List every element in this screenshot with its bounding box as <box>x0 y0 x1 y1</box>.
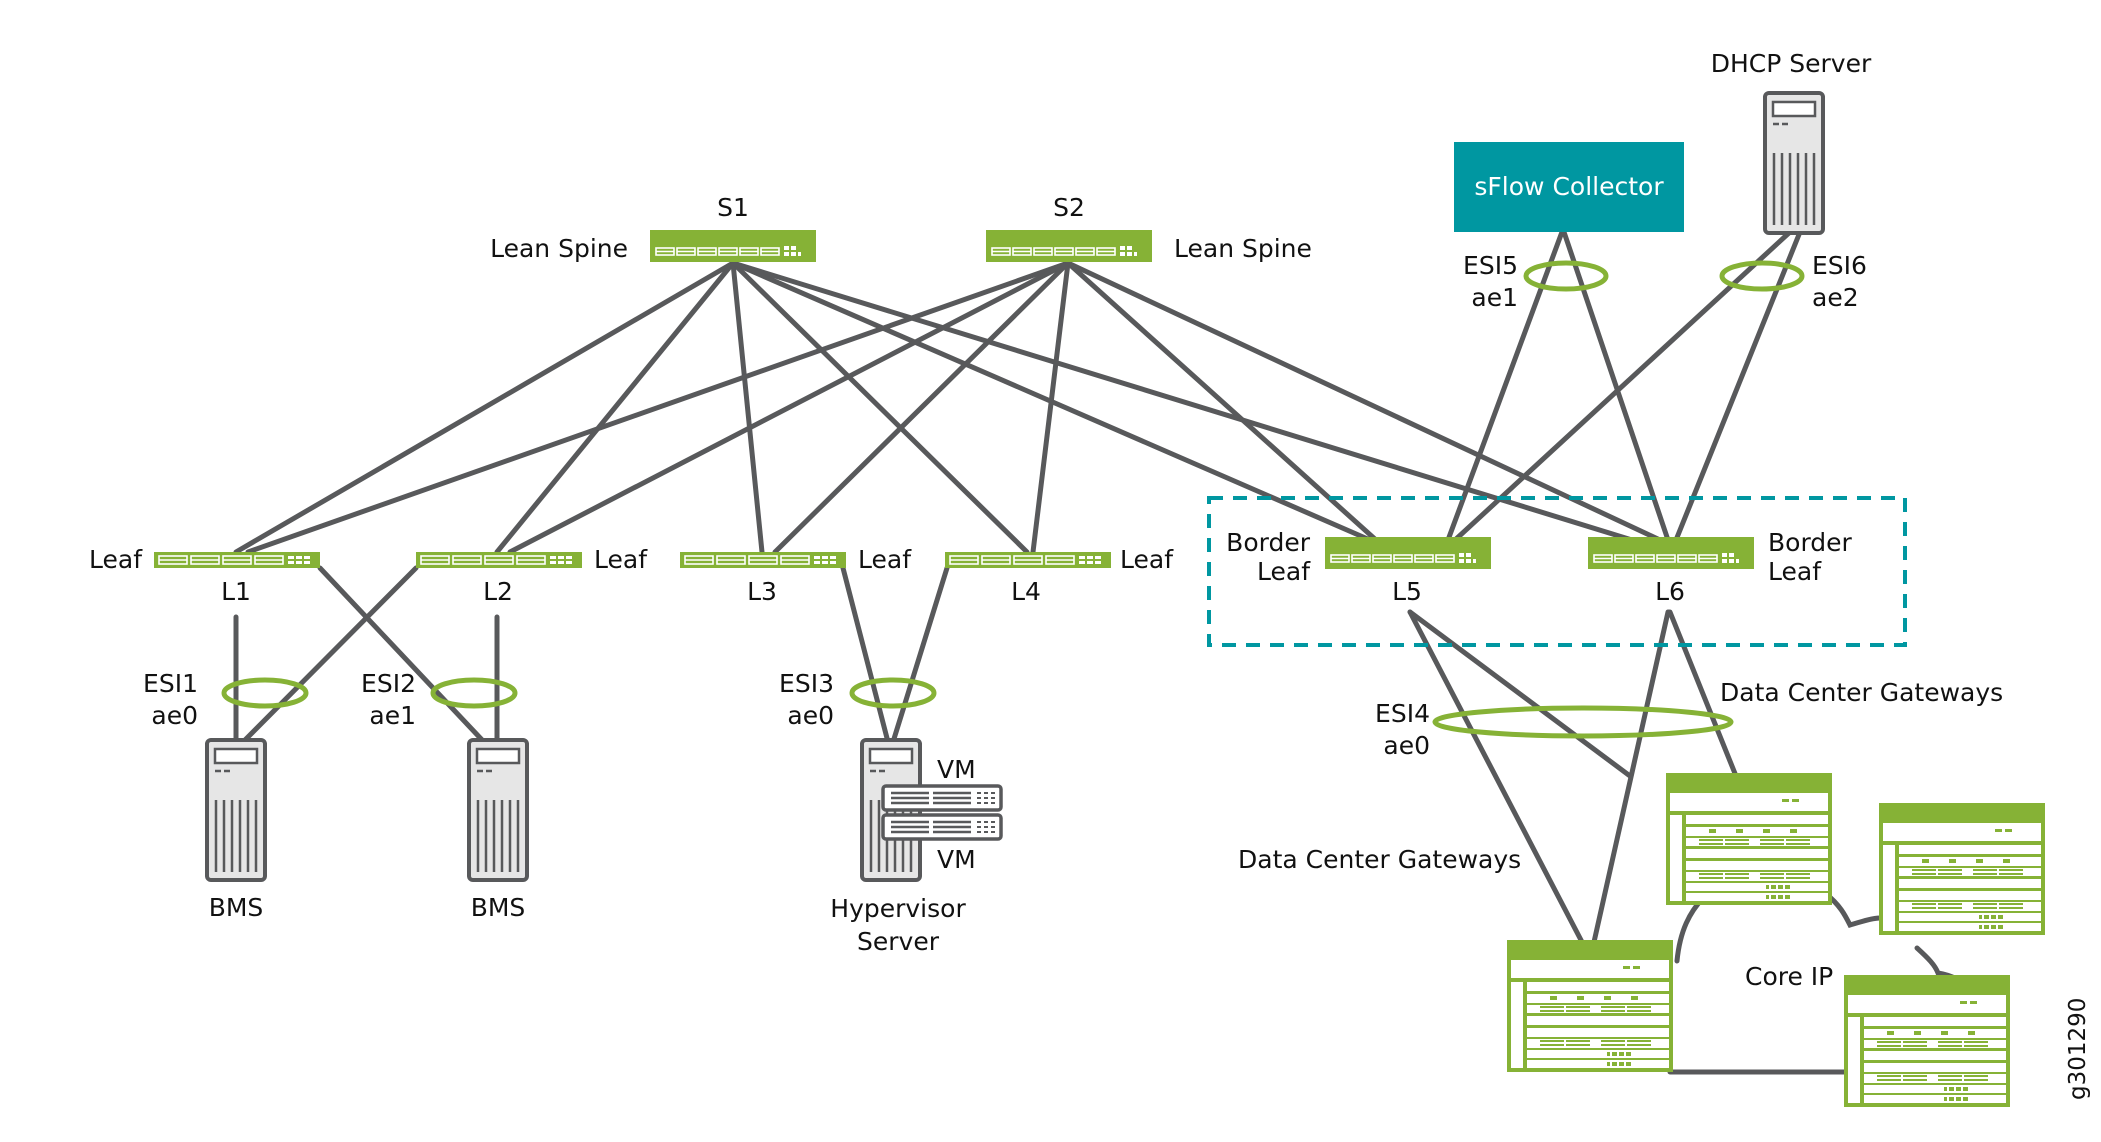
esi2-ring <box>430 677 518 709</box>
link-s2-l5 <box>1065 260 1379 543</box>
vm-1-label: VM <box>937 755 976 784</box>
core-router-right[interactable] <box>1879 803 2045 935</box>
gateways-label-lower: Data Center Gateways <box>1238 845 1521 874</box>
esi-labels: ESI1 ae0 ESI2 ae1 ESI3 ae0 ESI4 ae0 ESI5… <box>143 251 1867 760</box>
esi6-ring <box>1719 260 1805 292</box>
sflow-collector[interactable]: sFlow Collector <box>1454 142 1684 232</box>
border-leaf-l5-role-line1: Border <box>1226 528 1311 557</box>
link-s2-l1 <box>245 260 1071 555</box>
border-leaf-l5[interactable]: Border Leaf L5 <box>1226 528 1492 606</box>
links <box>233 229 1975 1075</box>
esi3-ring <box>849 677 937 709</box>
leaf-l3-id: L3 <box>747 577 777 606</box>
link-s1-l6 <box>730 260 1635 543</box>
link-s2-l6 <box>1065 260 1663 543</box>
link-sflow-l6 <box>1561 229 1671 543</box>
link-l2-bms1 <box>240 565 419 745</box>
spine-s2-id: S2 <box>1053 193 1085 222</box>
dhcp-server-label: DHCP Server <box>1711 49 1872 78</box>
vm-2-label: VM <box>937 845 976 874</box>
link-dhcp-l6 <box>1673 229 1803 543</box>
esi4-label: ESI4 <box>1375 699 1430 728</box>
esi1-ring <box>221 677 309 709</box>
link-l1-bms2 <box>317 565 487 745</box>
esi4-ring <box>1432 705 1734 739</box>
link-s2-l4 <box>1030 260 1071 555</box>
hypervisor-server[interactable]: VM VM Hypervisor Server <box>830 738 1003 956</box>
spine-s2-role: Lean Spine <box>1174 234 1312 263</box>
esi6-label: ESI6 <box>1812 251 1867 280</box>
link-s2-l2 <box>507 260 1071 555</box>
border-leaf-l6-role-line1: Border <box>1768 528 1853 557</box>
figure-id: g301290 <box>2065 998 2091 1100</box>
leaf-l1-id: L1 <box>221 577 251 606</box>
leaf-l1-role: Leaf <box>89 545 143 574</box>
link-s1-l3 <box>730 260 765 555</box>
esi-rings <box>221 260 1805 739</box>
hypervisor-label-line2: Server <box>857 927 940 956</box>
link-l6-gw-lower <box>1591 609 1671 945</box>
bms-server-2-label: BMS <box>471 893 526 922</box>
esi4-ae: ae0 <box>1383 731 1430 760</box>
link-l3-hypervisor <box>840 565 891 745</box>
link-s1-l1 <box>233 260 736 555</box>
spine-s1-role: Lean Spine <box>490 234 628 263</box>
link-l5-gw-lower <box>1407 609 1585 945</box>
hypervisor-label-line1: Hypervisor <box>830 894 966 923</box>
leaf-l2-role: Leaf <box>594 545 648 574</box>
link-l5-gw-upper <box>1407 609 1633 779</box>
link-l4-hypervisor <box>890 565 950 745</box>
leaf-l4-id: L4 <box>1011 577 1041 606</box>
spine-s2[interactable]: S2 Lean Spine <box>985 193 1312 263</box>
link-s2-l3 <box>772 260 1071 555</box>
border-leaf-l6-id: L6 <box>1655 577 1685 606</box>
core-router-bottom[interactable] <box>1844 975 2010 1107</box>
spine-s1-id: S1 <box>717 193 749 222</box>
esi5-label: ESI5 <box>1463 251 1518 280</box>
esi2-label: ESI2 <box>361 669 416 698</box>
gateway-upper[interactable] <box>1666 773 1832 905</box>
dhcp-server[interactable]: DHCP Server <box>1711 49 1872 235</box>
border-leaf-l5-role-line2: Leaf <box>1257 557 1311 586</box>
bms-server-1[interactable]: BMS <box>205 738 267 922</box>
gateways-label-upper: Data Center Gateways <box>1720 678 2003 707</box>
leaf-l2[interactable]: Leaf L2 <box>415 545 648 606</box>
esi2-ae: ae1 <box>369 701 416 730</box>
leaf-l4[interactable]: Leaf L4 <box>944 545 1174 606</box>
core-ip-label: Core IP <box>1745 962 1833 991</box>
leaf-l4-role: Leaf <box>1120 545 1174 574</box>
gateway-lower[interactable] <box>1507 940 1673 1072</box>
border-leaf-l6-role-line2: Leaf <box>1768 557 1822 586</box>
esi1-label: ESI1 <box>143 669 198 698</box>
sflow-collector-label: sFlow Collector <box>1474 172 1664 201</box>
bms-server-1-label: BMS <box>209 893 264 922</box>
esi3-ae: ae0 <box>787 701 834 730</box>
link-s1-l2 <box>494 260 736 555</box>
link-sflow-l5 <box>1445 229 1565 543</box>
border-leaf-l6[interactable]: Border Leaf L6 <box>1587 528 1853 606</box>
esi5-ae: ae1 <box>1471 283 1518 312</box>
esi5-ring <box>1523 260 1609 292</box>
leaf-l1[interactable]: Leaf L1 <box>89 545 321 606</box>
leaf-l3[interactable]: Leaf L3 <box>679 545 912 606</box>
leaf-l2-id: L2 <box>483 577 513 606</box>
spine-s1[interactable]: S1 Lean Spine <box>490 193 817 263</box>
border-leaf-group <box>1207 496 1907 647</box>
esi1-ae: ae0 <box>151 701 198 730</box>
link-l6-gw-upper <box>1667 609 1739 779</box>
border-leaf-l5-id: L5 <box>1392 577 1422 606</box>
bms-server-2[interactable]: BMS <box>467 738 529 922</box>
esi3-label: ESI3 <box>779 669 834 698</box>
esi6-ae: ae2 <box>1812 283 1859 312</box>
link-s1-l4 <box>730 260 1030 555</box>
leaf-l3-role: Leaf <box>858 545 912 574</box>
